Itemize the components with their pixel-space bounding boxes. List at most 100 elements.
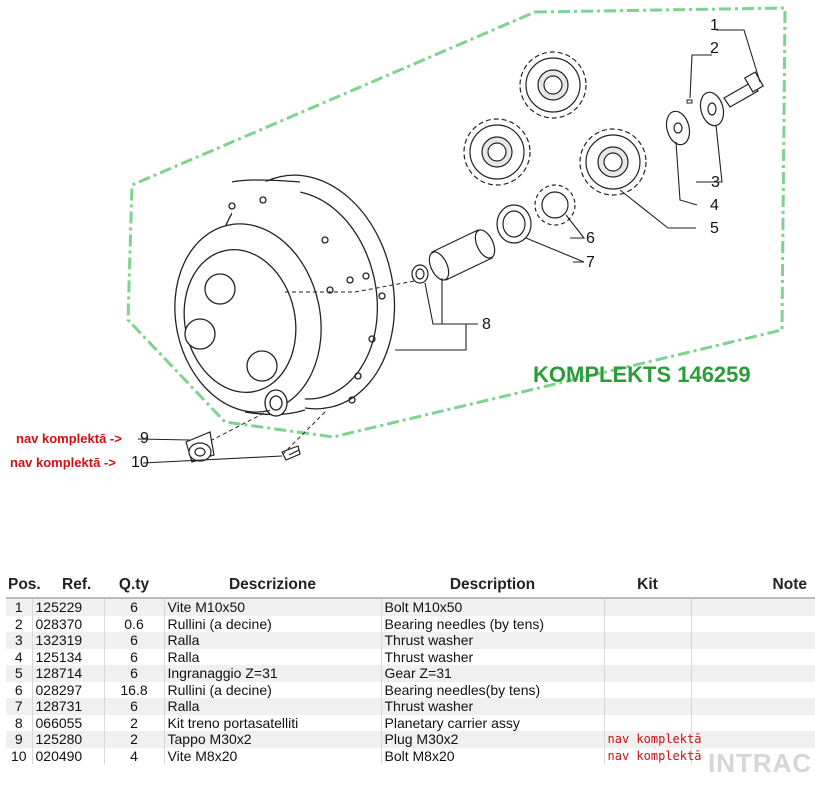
header-note: Note xyxy=(691,573,815,599)
cell-ref: 125134 xyxy=(32,648,105,665)
cell-description: Bolt M8x20 xyxy=(381,747,605,764)
kit-boundary-outline xyxy=(126,6,787,439)
callout-2: 2 xyxy=(710,40,719,57)
cell-descrizione: Ralla xyxy=(164,648,382,665)
callout-5: 5 xyxy=(710,220,719,237)
cell-pos: 9 xyxy=(6,731,33,748)
cell-descrizione: Vite M10x50 xyxy=(164,598,382,616)
cell-note xyxy=(691,648,815,665)
planetary-hub-housing xyxy=(174,174,396,417)
cell-description: Planetary carrier assy xyxy=(381,714,605,731)
needle-bearing-icon xyxy=(534,184,576,226)
washer-icon xyxy=(665,110,691,146)
cell-description: Bearing needles (by tens) xyxy=(381,615,605,632)
cell-ref: 028297 xyxy=(32,681,105,698)
gear-icon xyxy=(519,51,587,119)
cell-kit: nav komplektā xyxy=(604,731,701,748)
cell-kit xyxy=(604,598,692,616)
excluded-label-9: nav komplektā -> xyxy=(16,431,122,446)
cell-descrizione: Vite M8x20 xyxy=(164,747,382,764)
cell-description: Gear Z=31 xyxy=(381,665,605,682)
header-description: Description xyxy=(381,573,604,599)
cell-kit xyxy=(604,615,692,632)
cell-description: Bearing needles(by tens) xyxy=(381,681,605,698)
cell-description: Thrust washer xyxy=(381,632,605,649)
callout-6: 6 xyxy=(586,230,595,247)
header-kit: Kit xyxy=(604,573,691,599)
cell-descrizione: Kit treno portasatelliti xyxy=(164,714,382,731)
cell-descrizione: Ralla xyxy=(164,632,382,649)
header-qty: Q.ty xyxy=(104,573,164,599)
header-descrizione: Descrizione xyxy=(164,573,381,599)
cell-ref: 125280 xyxy=(32,731,105,748)
bolt-icon xyxy=(281,445,301,461)
cell-ref: 020490 xyxy=(32,747,105,764)
cell-pos: 3 xyxy=(6,632,33,649)
cell-description: Thrust washer xyxy=(381,648,605,665)
table-header-row: Pos. Ref. Q.ty Descrizione Description K… xyxy=(6,573,815,599)
exploded-diagram xyxy=(126,6,787,464)
watermark-logo: INTRAC xyxy=(708,748,813,778)
cell-note xyxy=(691,598,815,616)
cell-kit xyxy=(604,665,692,682)
cell-qty: 0.6 xyxy=(104,615,165,632)
cell-descrizione: Tappo M30x2 xyxy=(164,731,382,748)
excluded-label-10: nav komplektā -> xyxy=(10,455,116,470)
cell-pos: 6 xyxy=(6,681,33,698)
cell-pos: 5 xyxy=(6,665,33,682)
cell-note xyxy=(691,698,815,715)
cell-qty: 2 xyxy=(104,731,165,748)
bolt-icon xyxy=(723,71,765,108)
gear-icon xyxy=(579,128,647,196)
cell-pos: 2 xyxy=(6,615,33,632)
washer-icon xyxy=(699,91,725,127)
cell-ref: 128731 xyxy=(32,698,105,715)
cell-pos: 8 xyxy=(6,714,33,731)
cell-kit xyxy=(604,714,692,731)
cell-note xyxy=(691,615,815,632)
callout-10: 10 xyxy=(131,454,149,471)
cell-note xyxy=(691,747,815,764)
cell-ref: 066055 xyxy=(32,714,105,731)
cell-note xyxy=(691,714,815,731)
cell-qty: 6 xyxy=(104,598,165,616)
planetary-pin-icon xyxy=(428,229,496,281)
plug-icon xyxy=(185,431,215,463)
cell-ref: 132319 xyxy=(32,632,105,649)
cell-kit: nav komplektā xyxy=(604,747,701,764)
cell-qty: 2 xyxy=(104,714,165,731)
cell-descrizione: Ingranaggio Z=31 xyxy=(164,665,382,682)
cell-description: Bolt M10x50 xyxy=(381,598,605,616)
cell-pos: 7 xyxy=(6,698,33,715)
cell-qty: 16.8 xyxy=(104,681,165,698)
callout-8: 8 xyxy=(482,316,491,333)
cell-descrizione: Rullini (a decine) xyxy=(164,681,382,698)
cell-qty: 6 xyxy=(104,698,165,715)
cell-pos: 4 xyxy=(6,648,33,665)
cell-ref: 028370 xyxy=(32,615,105,632)
cell-note xyxy=(691,681,815,698)
cell-kit xyxy=(604,648,692,665)
parts-table: Pos. Ref. Q.ty Descrizione Description K… xyxy=(6,573,815,764)
cell-pos: 10 xyxy=(6,747,33,764)
header-ref: Ref. xyxy=(32,573,104,599)
leader-lines xyxy=(137,29,761,464)
cell-kit xyxy=(604,698,692,715)
kit-title: KOMPLEKTS 146259 xyxy=(533,362,751,387)
cell-description: Plug M30x2 xyxy=(381,731,605,748)
callout-1: 1 xyxy=(710,17,719,34)
cell-descrizione: Ralla xyxy=(164,698,382,715)
cell-description: Thrust washer xyxy=(381,698,605,715)
callout-7: 7 xyxy=(586,254,595,271)
cell-kit xyxy=(604,632,692,649)
cell-qty: 6 xyxy=(104,648,165,665)
